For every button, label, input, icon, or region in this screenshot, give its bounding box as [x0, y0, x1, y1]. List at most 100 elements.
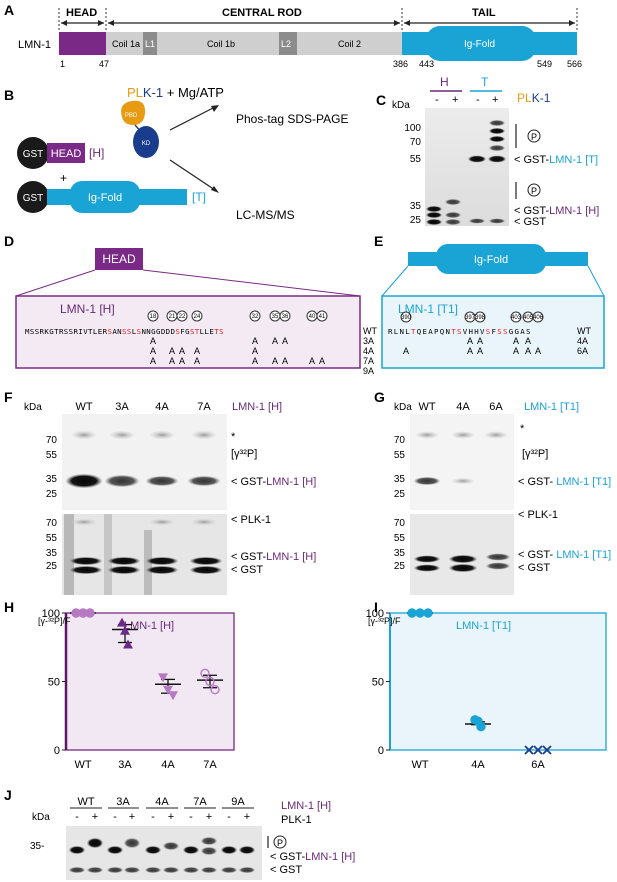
- coil-2-segment: [297, 32, 402, 55]
- data-point: [120, 625, 130, 635]
- svg-text:3A: 3A: [363, 336, 374, 346]
- gst-circle-head: [17, 137, 49, 169]
- svg-text:32: 32: [252, 314, 259, 320]
- y-tick-label: 0: [378, 745, 384, 757]
- svg-text:22: 22: [179, 314, 186, 320]
- svg-text:< GST-LMN-1 [T]: < GST-LMN-1 [T]: [514, 154, 598, 166]
- svg-text:KD: KD: [142, 141, 151, 147]
- y-tick-label: 0: [54, 745, 60, 757]
- svg-text:[T]: [T]: [192, 190, 206, 204]
- svg-text:L2: L2: [281, 39, 291, 49]
- svg-text:PLK-1: PLK-1: [517, 91, 551, 105]
- svg-text:406: 406: [533, 315, 544, 321]
- svg-text:-: -: [435, 94, 439, 106]
- svg-text:H: H: [440, 75, 449, 89]
- svg-text:GST: GST: [23, 193, 44, 204]
- svg-text:-: -: [189, 811, 193, 823]
- protein-name: LMN-1: [18, 39, 51, 51]
- panel-d-head-sequence: HEAD LMN-1 [H] 18 21 22 24 32 35 36 40 4…: [15, 248, 377, 376]
- svg-text:[H]: [H]: [89, 146, 104, 160]
- svg-text:35: 35: [272, 314, 279, 320]
- svg-text:LMN-1 [H]: LMN-1 [H]: [232, 401, 282, 413]
- svg-text:6A: 6A: [489, 401, 503, 413]
- svg-text:A: A: [513, 336, 519, 346]
- svg-text:-: -: [151, 811, 155, 823]
- svg-text:A: A: [179, 346, 185, 356]
- chart-h-plot-area: [65, 612, 235, 751]
- svg-text:< GST- LMN-1 [T1]: < GST- LMN-1 [T1]: [518, 476, 611, 488]
- svg-text:55: 55: [46, 533, 58, 544]
- svg-text:I: I: [374, 599, 378, 615]
- svg-text:Coil 2: Coil 2: [338, 39, 361, 49]
- svg-text:*: *: [231, 431, 236, 443]
- x-tick-label: 3A: [118, 759, 132, 771]
- svg-text:9A: 9A: [363, 366, 374, 376]
- svg-text:18: 18: [150, 314, 157, 320]
- y-tick-label: 50: [48, 677, 60, 689]
- svg-text:[γ³²P]: [γ³²P]: [231, 448, 257, 460]
- svg-text:A: A: [169, 346, 175, 356]
- svg-text:25: 25: [46, 561, 58, 572]
- svg-text:A: A: [169, 356, 175, 366]
- svg-text:A: A: [272, 356, 278, 366]
- svg-text:LMN-1 [H]: LMN-1 [H]: [60, 302, 115, 316]
- svg-text:Phos-tag SDS-PAGE: Phos-tag SDS-PAGE: [236, 112, 349, 126]
- svg-text:kDa: kDa: [392, 100, 410, 111]
- svg-text:6A: 6A: [577, 346, 588, 356]
- data-point: [476, 722, 486, 732]
- svg-text:35: 35: [410, 201, 422, 212]
- svg-text:A: A: [467, 346, 473, 356]
- svg-text:55: 55: [394, 533, 406, 544]
- svg-text:< GST: < GST: [231, 564, 263, 576]
- svg-text:A: A: [477, 336, 483, 346]
- svg-text:386: 386: [393, 59, 408, 69]
- svg-text:A: A: [477, 346, 483, 356]
- chart-h-ylabel: [γ-³²P]/F: [38, 616, 71, 626]
- svg-text:55: 55: [394, 450, 406, 461]
- svg-text:A: A: [282, 336, 288, 346]
- svg-text:390: 390: [401, 315, 412, 321]
- l1-segment: [143, 32, 157, 55]
- svg-text:H: H: [4, 599, 14, 615]
- svg-text:4A: 4A: [155, 401, 169, 413]
- data-point: [423, 608, 433, 618]
- svg-text:-: -: [75, 811, 79, 823]
- svg-text:B: B: [4, 87, 14, 103]
- svg-text:LC-MS/MS: LC-MS/MS: [236, 208, 295, 222]
- svg-text:G: G: [374, 389, 385, 405]
- svg-text:70: 70: [46, 518, 58, 529]
- panel-g-blots: kDa WT 4A 6A LMN-1 [T1] 70 55 35 25 * [γ…: [394, 401, 611, 595]
- svg-text:WT: WT: [418, 401, 435, 413]
- svg-text:35: 35: [46, 474, 58, 485]
- svg-text:P: P: [277, 838, 283, 848]
- svg-text:A: A: [179, 356, 185, 366]
- svg-text:< GST-LMN-1 [H]: < GST-LMN-1 [H]: [514, 205, 599, 217]
- panel-e-tail-sequence: Ig-Fold LMN-1 [T1] 390 397 398 403 405 4…: [381, 244, 605, 369]
- svg-text:A: A: [525, 336, 531, 346]
- svg-text:< GST: < GST: [518, 562, 550, 574]
- data-point: [117, 617, 127, 627]
- x-tick-label: 6A: [531, 759, 545, 771]
- svg-text:kDa: kDa: [32, 812, 50, 823]
- svg-text:A: A: [403, 346, 409, 356]
- svg-text:A: A: [467, 336, 473, 346]
- svg-text:A: A: [525, 346, 531, 356]
- chart-i-plot-area: [389, 612, 607, 751]
- svg-text:405: 405: [523, 315, 534, 321]
- gst-circle-tail: [17, 181, 49, 213]
- data-point: [205, 676, 215, 687]
- svg-text:25: 25: [394, 489, 406, 500]
- svg-text:47: 47: [99, 59, 109, 69]
- svg-text:+: +: [168, 811, 174, 823]
- svg-text:Ig-Fold: Ig-Fold: [474, 254, 508, 266]
- data-point: [168, 691, 178, 701]
- head-construct: [47, 143, 85, 163]
- svg-text:< GST-LMN-1 [H]: < GST-LMN-1 [H]: [231, 551, 316, 563]
- svg-text:PLK-1: PLK-1: [281, 814, 312, 826]
- svg-text:HEAD: HEAD: [51, 148, 82, 160]
- svg-text:PBD: PBD: [125, 113, 138, 119]
- svg-text:40: 40: [309, 314, 316, 320]
- svg-text:GST: GST: [23, 149, 44, 160]
